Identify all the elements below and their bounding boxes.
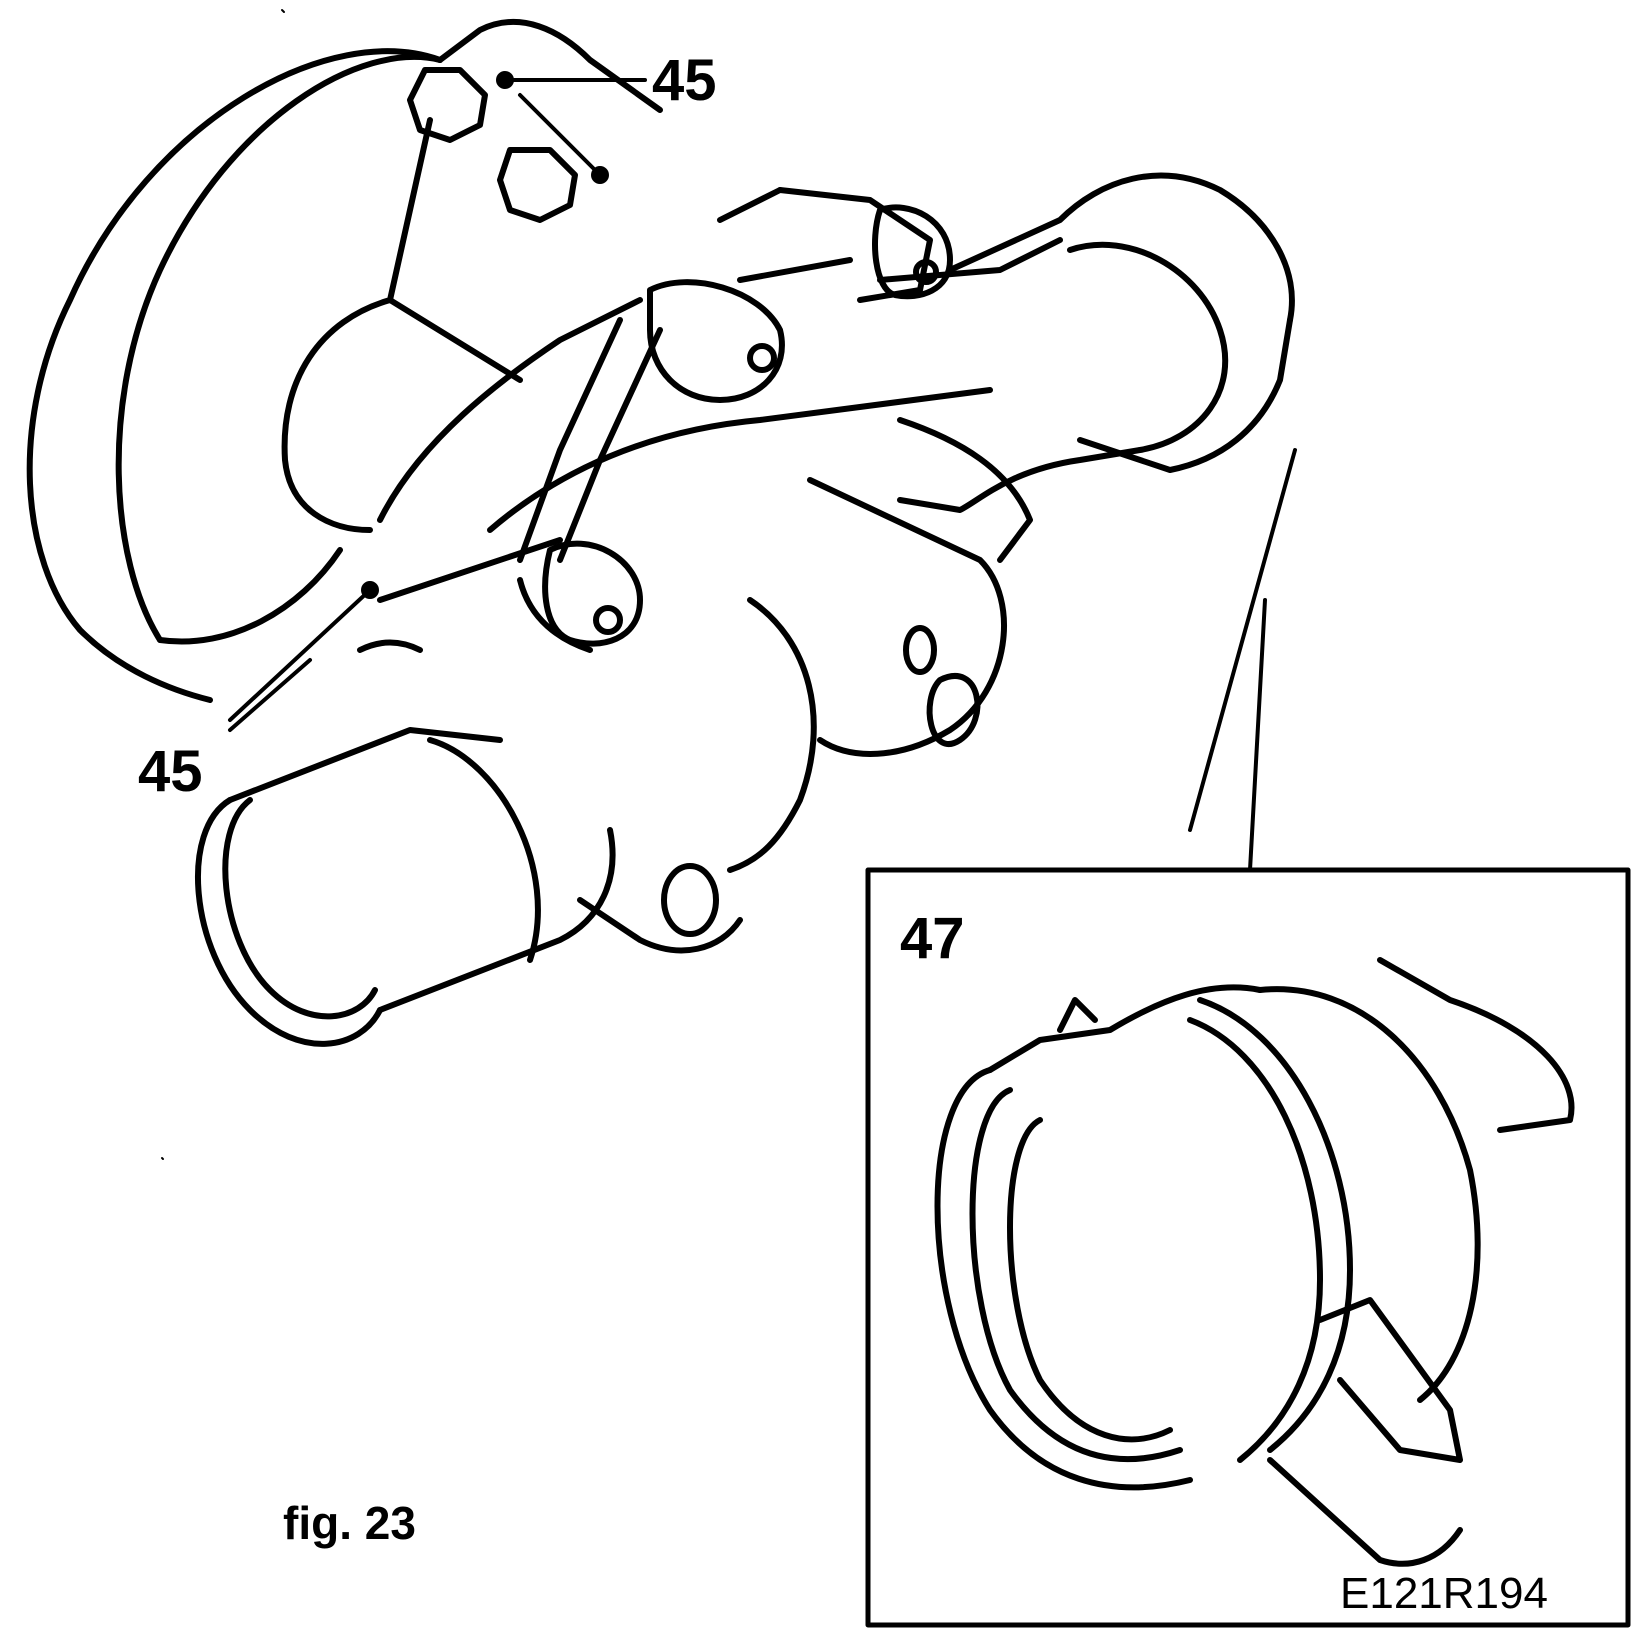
inset-frame [865,867,1631,1628]
leader-lines [228,71,1297,872]
rear-flange [26,19,663,703]
scan-specks [161,9,285,1160]
inset-part-drawing [934,957,1575,1567]
callout-47: 47 [900,906,965,971]
pump-body [281,117,1033,873]
callout-45-left: 45 [138,739,203,804]
upper-outlet [877,172,1295,513]
bolt-heads [407,67,981,747]
figure-caption: fig. 23 [283,1497,416,1549]
callout-45-top: 45 [652,48,717,113]
drawing-code: E121R194 [1340,1569,1548,1618]
lower-inlet [195,727,743,1047]
